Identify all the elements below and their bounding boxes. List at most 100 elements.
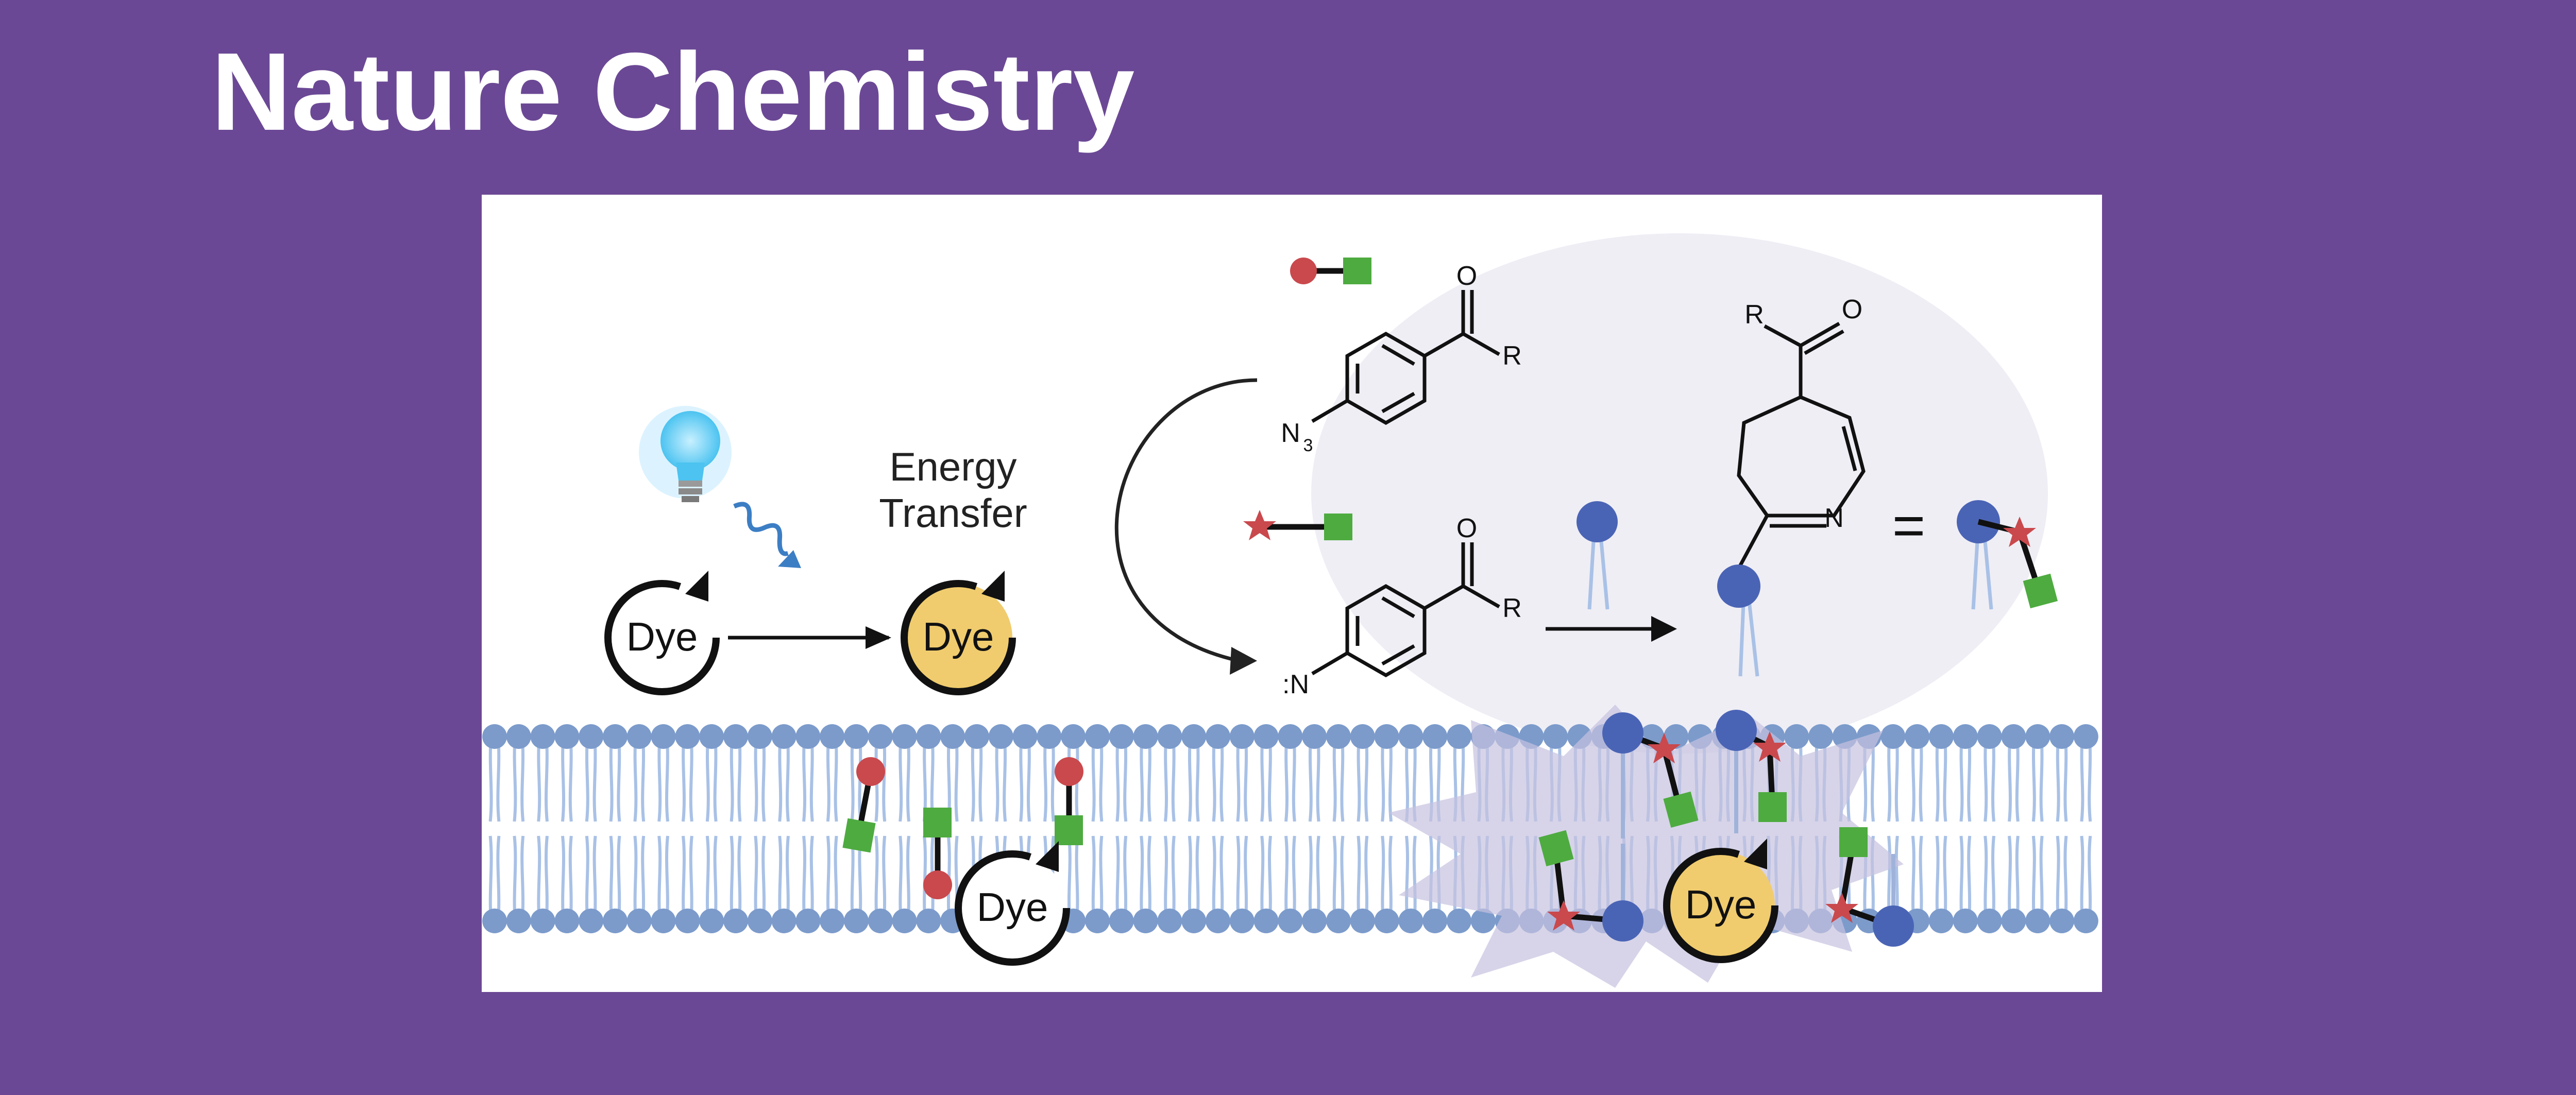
lipid-head <box>626 909 652 933</box>
lipid-tail <box>537 835 541 921</box>
lipid-tail <box>2056 736 2060 822</box>
lipid-tail <box>778 835 783 921</box>
lipid-tail <box>1050 736 1055 822</box>
lipid-tail <box>1911 736 1916 822</box>
lipid-tail <box>2039 835 2044 921</box>
lipid-head <box>1157 909 1182 933</box>
lipid-head <box>603 909 628 933</box>
lipid-head <box>1085 909 1110 933</box>
lipid-head <box>2049 909 2074 933</box>
lipid-head <box>723 724 748 749</box>
lipid-tail <box>568 835 573 921</box>
lipid-tail <box>545 736 549 822</box>
lipid-head <box>1398 909 1423 933</box>
lipid-tail <box>1935 835 1940 921</box>
lipid-head <box>1109 724 1134 749</box>
lipid-head <box>1061 724 1086 749</box>
crosslinked-lipid-icon <box>1957 500 2058 610</box>
arrow-insertion <box>1651 616 1677 642</box>
lipid-tail <box>1935 736 1940 822</box>
lipid-tail <box>1260 736 1265 822</box>
lipid-tail <box>1043 736 1047 822</box>
probe-red-star-icon <box>1243 510 1352 540</box>
lipid-tail <box>786 736 790 822</box>
energy-transfer-line1: Energy <box>889 444 1016 489</box>
lipid-tail <box>899 736 903 822</box>
lipid-head <box>506 909 531 933</box>
lipid-tail <box>2031 736 2036 822</box>
lipid-head <box>651 724 676 749</box>
lipid-head <box>554 909 580 933</box>
r-label-3: R <box>1744 300 1764 330</box>
lipid-head <box>1012 724 1038 749</box>
dye-ground-state: Dye <box>604 571 720 695</box>
azide-label: N <box>1281 418 1300 448</box>
lipid-head <box>1181 724 1207 749</box>
lipid-tail <box>1147 736 1151 822</box>
lipid-tail <box>761 835 766 921</box>
lipid-tail <box>2039 736 2044 822</box>
lipid-head <box>1278 909 1303 933</box>
lipid-tail <box>754 835 758 921</box>
lipid-tail <box>641 835 646 921</box>
figure-panel: Dye Dye Energy Transfer <box>482 195 2102 992</box>
lipid-reagent-icon <box>1577 501 1618 610</box>
arrow-dye-excite <box>866 626 891 649</box>
lipid-head <box>1398 724 1423 749</box>
lipid-tail <box>1188 835 1192 921</box>
lipid-tail <box>786 835 790 921</box>
dye-excited-state: Dye <box>901 571 1016 695</box>
membrane-probe-3 <box>1055 757 1083 845</box>
lipid-tail <box>1123 835 1128 921</box>
lipid-tail <box>689 736 693 822</box>
lipid-head <box>506 724 531 749</box>
lipid-head <box>2025 909 2050 933</box>
lipid-tail <box>1123 736 1128 822</box>
lipid-tail <box>1099 835 1104 921</box>
lipid-tail <box>1412 835 1417 921</box>
lipid-head <box>1253 909 1279 933</box>
lipid-tail <box>1405 835 1409 921</box>
lipid-head <box>1374 724 1399 749</box>
lipid-head <box>1374 909 1399 933</box>
aryl-nitrene-structure <box>1311 542 1500 678</box>
lipid-tail <box>496 736 501 822</box>
lipid-tail <box>1332 835 1337 921</box>
lipid-head <box>1229 909 1255 933</box>
lipid-tail <box>2015 835 2020 921</box>
aryl-azide-structure <box>1311 290 1500 425</box>
lipid-tail <box>705 736 710 822</box>
lipid-tail <box>1091 736 1096 822</box>
lipid-head <box>1350 724 1375 749</box>
curved-arrow <box>1114 378 1258 663</box>
lipid-head <box>626 724 652 749</box>
lipid-tail <box>1292 736 1296 822</box>
lipid-tail <box>1943 736 1947 822</box>
lipid-tail <box>1195 736 1200 822</box>
lipid-tail <box>496 835 501 921</box>
lipid-tail <box>1260 835 1265 921</box>
lipid-tail <box>802 736 806 822</box>
ring-nitrogen-label: N <box>1824 503 1844 533</box>
lipid-head <box>1543 724 1568 749</box>
lipid-tail <box>1268 835 1272 921</box>
lipid-tail <box>2080 736 2084 822</box>
lipid-head <box>844 909 869 933</box>
lipid-head <box>1302 724 1327 749</box>
lipid-tail <box>520 835 525 921</box>
nitrene-label: :N <box>1282 670 1309 699</box>
lipid-tail <box>1308 835 1313 921</box>
lipid-head <box>1470 909 1496 933</box>
lipid-head <box>1953 724 1978 749</box>
lipid-tail <box>592 736 597 822</box>
lipid-tail <box>971 736 975 822</box>
lipid-tail <box>513 736 517 822</box>
lipid-tail <box>1236 835 1241 921</box>
lipid-tail <box>665 736 669 822</box>
mechanism-diagram: Dye Dye Energy Transfer <box>482 233 2098 988</box>
lipid-tail <box>906 736 910 822</box>
lipid-head <box>1037 724 1062 749</box>
lipid-tail <box>1984 835 1988 921</box>
lipid-tail <box>1943 835 1947 921</box>
lipid-head <box>699 724 724 749</box>
